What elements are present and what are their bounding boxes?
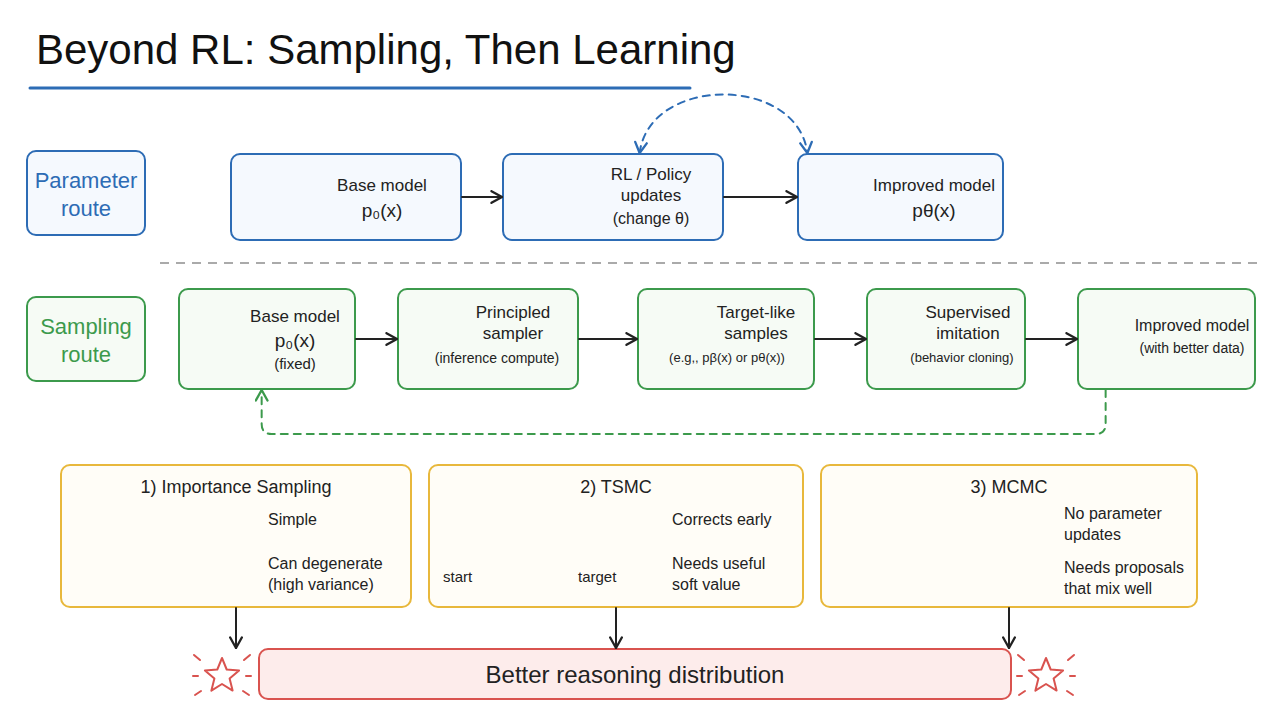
node-text: Parameter route <box>31 167 141 222</box>
method-box: 1) Importance SamplingSimpleCan degenera… <box>60 464 412 608</box>
flow-arrow <box>235 608 237 648</box>
model-box: Improved model (with better data) <box>1077 288 1256 390</box>
node-text: Base model <box>312 175 452 196</box>
node-text: Target-like samples <box>701 302 811 345</box>
model-box: Base model p₀(x) <box>230 153 462 241</box>
node-text: p₀(x) <box>238 329 352 353</box>
node-text: (e.g,, pβ(x) or pθ(x)) <box>642 350 812 366</box>
flow-arrow <box>356 338 397 340</box>
process-box: RL / Policy updates(change θ) <box>502 153 724 241</box>
flow-arrow <box>1008 608 1010 648</box>
flow-arrow <box>724 196 797 198</box>
route-label: Parameter route <box>26 150 146 236</box>
method-box: 3) MCMC No parameter updatesNeeds proposa… <box>820 464 1198 608</box>
node-text: Corrects early <box>672 510 796 531</box>
node-text: 3) MCMC <box>822 476 1196 499</box>
node-text: Simple <box>268 510 398 531</box>
process-box: Supervised imitation (behavior cloning) <box>866 288 1026 390</box>
label-text: target <box>578 568 616 586</box>
node-text: Needs useful soft value <box>672 554 784 596</box>
node-text: RL / Policy updates <box>592 164 710 207</box>
node-text: 2) TSMC <box>430 476 802 499</box>
feedback-arc <box>640 95 808 154</box>
method-box: 2) TSMC Corrects earlyNeeds useful soft v… <box>428 464 804 608</box>
node-text: 1) Importance Sampling <box>62 476 410 499</box>
flow-arrow <box>1026 338 1077 340</box>
node-text: Base model <box>238 306 352 327</box>
node-text: Sampling route <box>31 313 141 368</box>
result-box: Better reasoning distribution <box>258 648 1012 700</box>
star-icon <box>1017 655 1075 695</box>
star-icon <box>193 655 251 695</box>
process-box: Target-like samples (e.g,, pβ(x) or pθ(x)… <box>637 288 815 390</box>
route-separator <box>160 262 1262 264</box>
node-text: (inference compute) <box>419 350 575 368</box>
label-text: start <box>443 568 472 586</box>
node-text: Supervised imitation <box>914 302 1022 345</box>
node-text: p₀(x) <box>312 199 452 223</box>
process-box: Principled sampler (inference compute) <box>397 288 579 390</box>
model-box: Base modelp₀(x) (fixed) <box>178 288 356 390</box>
node-text: Improved model <box>1131 316 1253 336</box>
node-text: pθ(x) <box>869 199 999 223</box>
node-text: (fixed) <box>238 355 352 374</box>
node-text: Principled sampler <box>457 302 569 345</box>
node-text: No parameter updates <box>1064 504 1176 546</box>
node-text: Improved model <box>869 175 999 196</box>
title-text: Beyond RL: Sampling, Then Learning <box>36 26 736 74</box>
node-text: Needs proposals that mix well <box>1064 558 1196 600</box>
node-text: (behavior cloning) <box>902 350 1022 366</box>
route-label: Sampling route <box>26 296 146 382</box>
title-underline <box>30 87 690 90</box>
flow-arrow <box>615 608 617 648</box>
flow-arrow <box>579 338 637 340</box>
flow-arrow <box>815 338 866 340</box>
node-text: (change θ) <box>586 209 716 229</box>
model-box: Improved model pθ(x) <box>797 153 1004 241</box>
node-text: (with better data) <box>1131 340 1253 358</box>
node-text: Better reasoning distribution <box>260 660 1010 690</box>
flow-arrow <box>462 196 502 198</box>
node-text: Can degenerate (high variance) <box>268 554 402 596</box>
feedback-loop <box>262 390 1106 434</box>
